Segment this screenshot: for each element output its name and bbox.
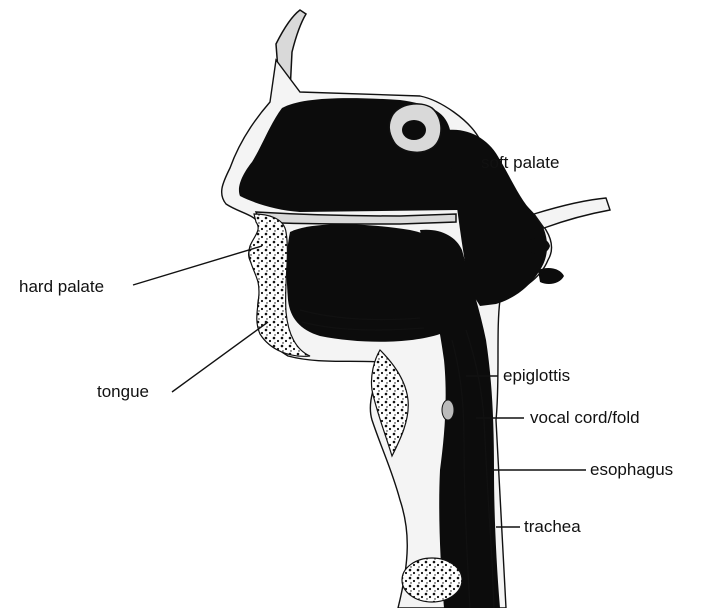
uvula-right	[538, 268, 564, 284]
label-hard-palate: hard palate	[19, 277, 104, 296]
label-epiglottis: epiglottis	[503, 366, 570, 385]
label-esophagus: esophagus	[590, 460, 673, 479]
vocal-cord-notch	[442, 400, 454, 420]
laryngeal-cartilage	[402, 558, 462, 602]
leader-tongue	[172, 322, 268, 392]
leader-hard-palate	[133, 246, 262, 285]
label-trachea: trachea	[524, 517, 581, 536]
soft-palate-flap	[534, 198, 610, 228]
label-tongue: tongue	[97, 382, 149, 401]
label-soft-palate: soft palate	[481, 153, 559, 172]
sinus-cavity	[402, 120, 426, 140]
label-vocal-cord: vocal cord/fold	[530, 408, 640, 427]
